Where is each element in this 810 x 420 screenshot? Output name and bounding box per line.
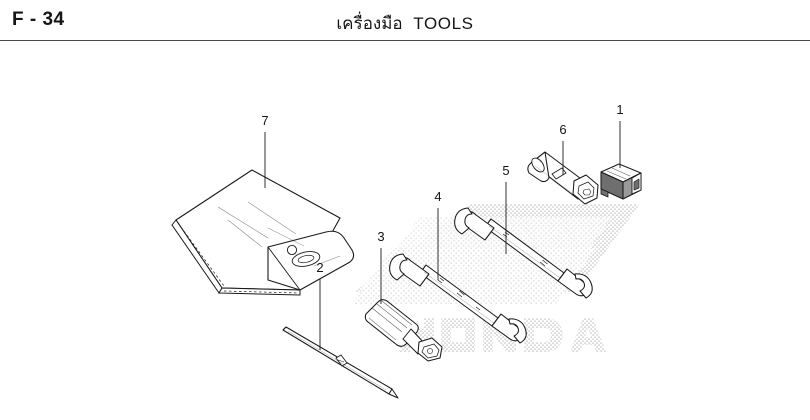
callout-number-6: 6 <box>559 122 566 137</box>
page-header: F - 34 เครื่องมือ TOOLS <box>0 0 810 42</box>
part-open-end-wrench-small[interactable] <box>389 253 527 344</box>
page-title: เครื่องมือ TOOLS <box>0 10 810 37</box>
part-screwdriver-grip-handle[interactable] <box>364 299 443 362</box>
part-open-end-wrench-large[interactable] <box>454 207 593 299</box>
callout-number-7: 7 <box>261 113 268 128</box>
page-title-thai: เครื่องมือ <box>336 14 403 34</box>
callout-leader-lines <box>264 121 621 350</box>
callout-number-4: 4 <box>434 189 441 204</box>
part-tool-holder-clip[interactable] <box>600 163 642 200</box>
callout-number-3: 3 <box>377 229 384 244</box>
callout-number-5: 5 <box>502 163 509 178</box>
page-code-label: F - 34 <box>12 9 65 30</box>
callout-number-2: 2 <box>316 260 323 275</box>
page-title-latin: TOOLS <box>413 14 474 33</box>
part-tool-bag-pouch[interactable] <box>171 169 355 296</box>
header-divider <box>0 40 810 41</box>
part-spark-plug-socket-wrench[interactable] <box>527 151 599 205</box>
callout-numbers: 7 2 3 4 5 6 1 <box>261 102 623 275</box>
parts-diagram: 7 2 3 4 5 6 1 <box>0 42 810 420</box>
callout-number-1: 1 <box>616 102 623 117</box>
part-screwdriver-shaft-rod[interactable] <box>282 326 399 399</box>
